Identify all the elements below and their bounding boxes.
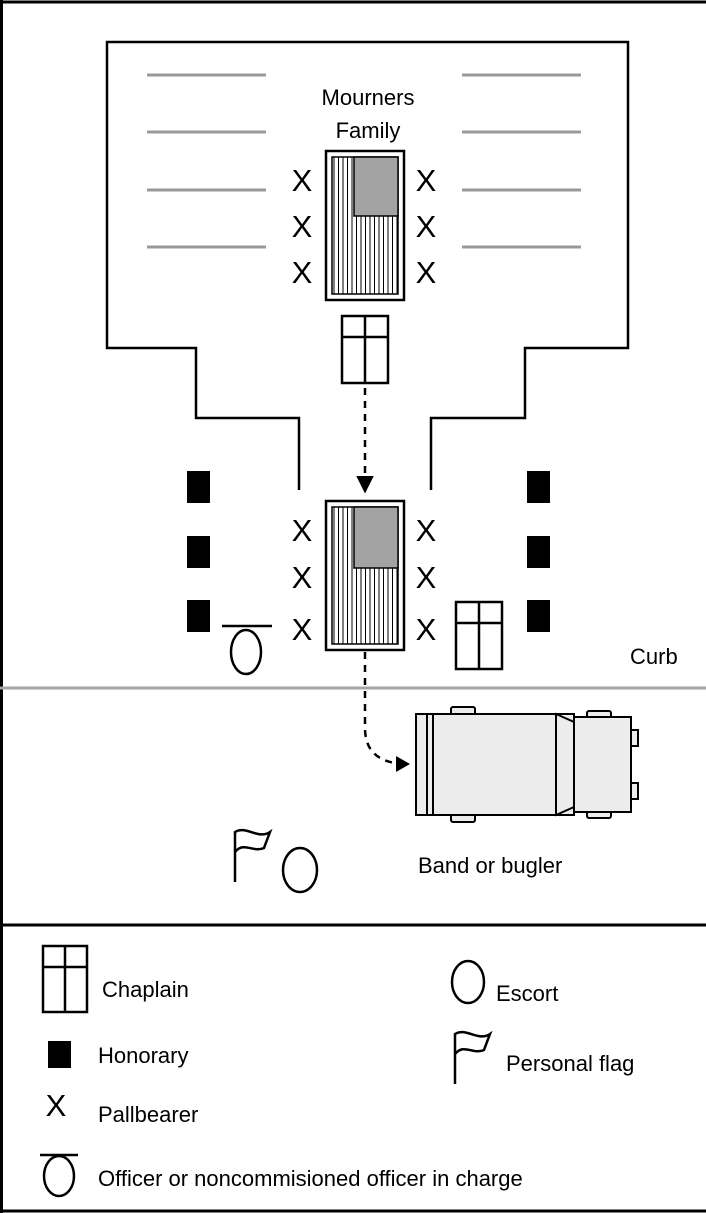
family-label: Family: [336, 118, 401, 143]
pallbearer-icon: X: [416, 209, 437, 244]
curb-label: Curb: [630, 644, 678, 669]
pallbearer-icon: X: [292, 612, 313, 647]
pews: [147, 73, 581, 249]
pallbearers-curb: X X X X X X: [292, 513, 437, 647]
pallbearers-chapel: X X X X X X: [292, 163, 437, 290]
pallbearer-icon: X: [292, 209, 313, 244]
honorary-icon: [187, 536, 210, 568]
pallbearer-icon: X: [46, 1088, 67, 1123]
legend-pallbearer-label: Pallbearer: [98, 1102, 198, 1127]
personal-flag-icon: [453, 1030, 493, 1084]
honorary-icon: [187, 471, 210, 503]
chaplain-icon: [454, 600, 504, 671]
arrow-head: [396, 756, 410, 772]
legend-personal-flag-label: Personal flag: [506, 1051, 634, 1076]
band-label: Band or bugler: [418, 853, 562, 878]
escort-icon: [281, 846, 319, 894]
pallbearer-icon: X: [292, 560, 313, 595]
honorary-icon: [527, 600, 550, 632]
casket-icon: [324, 149, 406, 302]
honorary-icon: [48, 1041, 71, 1068]
escort-icon: [450, 959, 486, 1005]
casket-icon: [324, 499, 406, 652]
pallbearer-icon: X: [416, 560, 437, 595]
legend-escort-label: Escort: [496, 981, 558, 1006]
building-outline: [105, 40, 630, 490]
honorary-icon: [527, 471, 550, 503]
mourners-label: Mourners: [322, 85, 415, 110]
legend: Chaplain Escort Honorary Personal flag X…: [40, 944, 634, 1198]
pallbearer-icon: X: [292, 163, 313, 198]
movement-arrow: [363, 652, 405, 766]
honorary-group: [187, 471, 550, 632]
legend-honorary-label: Honorary: [98, 1043, 188, 1068]
pallbearer-icon: X: [416, 255, 437, 290]
pallbearer-icon: X: [416, 612, 437, 647]
pallbearer-icon: X: [292, 513, 313, 548]
chaplain-icon: [41, 944, 89, 1014]
chaplain-icon: [340, 314, 390, 385]
officer-icon: [40, 1153, 78, 1198]
officer-icon: [222, 624, 272, 676]
honorary-icon: [187, 600, 210, 632]
legend-chaplain-label: Chaplain: [102, 977, 189, 1002]
pallbearer-icon: X: [416, 513, 437, 548]
personal-flag-icon: [233, 828, 273, 882]
pallbearer-icon: X: [416, 163, 437, 198]
honorary-icon: [527, 536, 550, 568]
legend-officer-label: Officer or noncommisioned officer in cha…: [98, 1166, 523, 1191]
hearse-icon: [415, 706, 639, 823]
pallbearer-icon: X: [292, 255, 313, 290]
